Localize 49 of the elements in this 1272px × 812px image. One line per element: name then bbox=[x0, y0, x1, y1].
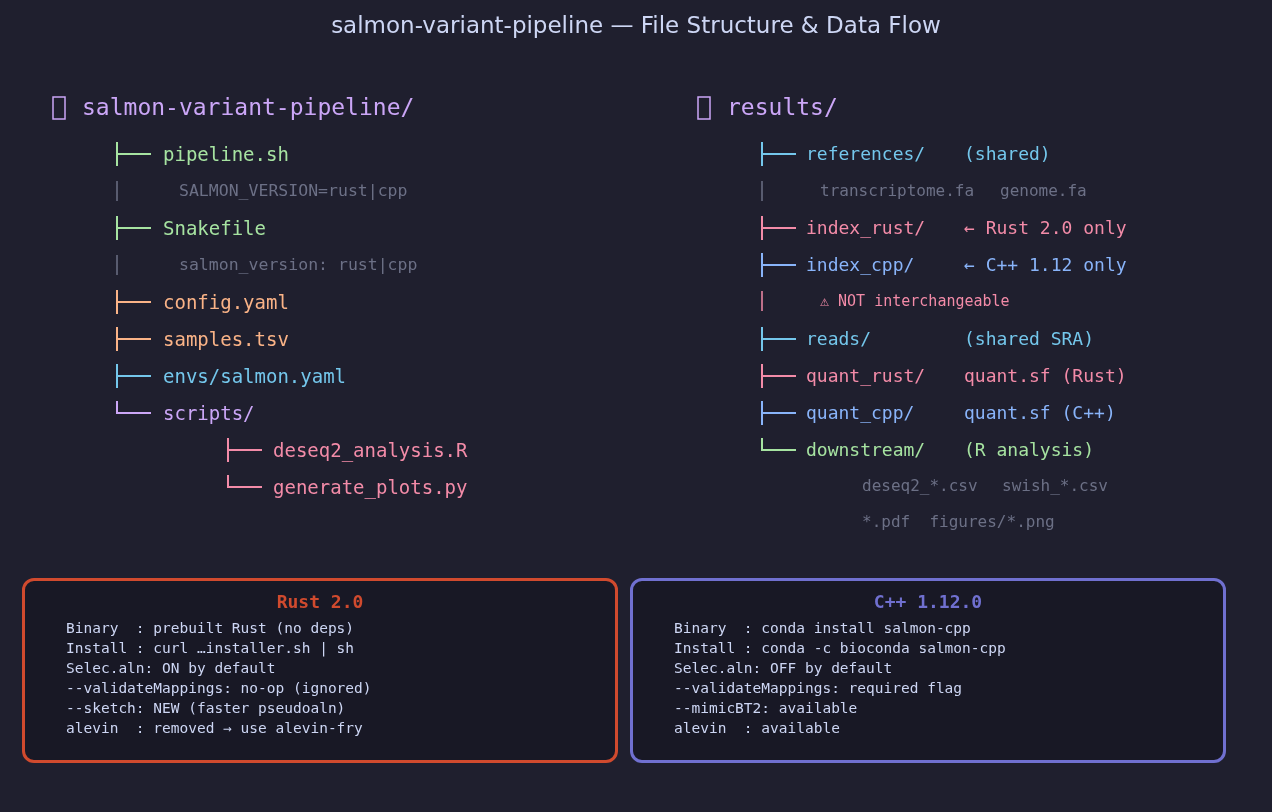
tree-entry: genome.fa bbox=[1000, 181, 1087, 201]
tree-entry: deseq2_*.csv bbox=[862, 476, 978, 496]
tree-entry: pipeline.sh bbox=[163, 142, 289, 166]
tree-entry: config.yaml bbox=[163, 290, 289, 314]
card-text-line: --sketch: NEW (faster pseudoaln) bbox=[66, 699, 347, 718]
card-heading: C++ 1.12.0 bbox=[872, 591, 984, 612]
tree-entry: swish_*.csv bbox=[1002, 476, 1108, 496]
tree-entry: SALMON_VERSION=rust|cpp bbox=[179, 181, 408, 201]
tree-entry: (shared SRA) bbox=[964, 328, 1095, 350]
tree-entry: transcriptome.fa bbox=[820, 181, 975, 201]
card-text-line: alevin : available bbox=[674, 719, 841, 738]
tree-entry: scripts/ bbox=[163, 401, 255, 425]
tree-entry: generate_plots.py bbox=[273, 475, 468, 499]
tree-entry: deseq2_analysis.R bbox=[273, 438, 468, 462]
card-text-line: Selec.aln: OFF by default bbox=[674, 659, 894, 678]
card-text-line: --mimicBT2: available bbox=[674, 699, 859, 718]
tree-entry: downstream/ bbox=[806, 439, 926, 461]
card-text-line: Selec.aln: ON by default bbox=[66, 659, 277, 678]
card-text-line: Install : conda -c bioconda salmon-cpp bbox=[674, 639, 1007, 658]
card-text-line: --validateMappings: no-op (ignored) bbox=[66, 679, 373, 698]
card-text-line: Binary : conda install salmon-cpp bbox=[674, 619, 972, 638]
tree-entry: quant.sf (C++) bbox=[964, 402, 1116, 424]
tree-entry: quant_cpp/ bbox=[806, 402, 915, 424]
tree-entry: results/ bbox=[727, 94, 838, 122]
tree-entry: (shared) bbox=[964, 143, 1051, 165]
card-text-line: alevin : removed → use alevin-fry bbox=[66, 719, 364, 738]
tree-entry: *.pdf figures/*.png bbox=[862, 512, 1055, 532]
comparison-card bbox=[22, 578, 618, 763]
tree-entry: ← C++ 1.12 only bbox=[964, 254, 1127, 276]
tree-entry: index_cpp/ bbox=[806, 254, 915, 276]
tree-entry: quant_rust/ bbox=[806, 365, 926, 387]
tree-entry: samples.tsv bbox=[163, 327, 289, 351]
card-heading: Rust 2.0 bbox=[275, 591, 365, 612]
tree-entry: quant.sf (Rust) bbox=[964, 365, 1127, 387]
tree-entry: salmon_version: rust|cpp bbox=[179, 255, 418, 275]
tree-entry: envs/salmon.yaml bbox=[163, 364, 347, 388]
tree-entry: salmon-variant-pipeline/ bbox=[82, 94, 415, 122]
diagram-title: salmon-variant-pipeline — File Structure & Data Flow bbox=[330, 12, 942, 38]
tree-entry: ← Rust 2.0 only bbox=[964, 217, 1127, 239]
card-text-line: Install : curl …installer.sh | sh bbox=[66, 639, 356, 658]
comparison-card bbox=[630, 578, 1226, 763]
tree-entry: index_rust/ bbox=[806, 217, 926, 239]
tree-entry: Snakefile bbox=[163, 216, 266, 240]
tree-entry: ⚠ NOT interchangeable bbox=[820, 292, 1010, 310]
card-text-line: Binary : prebuilt Rust (no deps) bbox=[66, 619, 356, 638]
card-text-line: --validateMappings: required flag bbox=[674, 679, 964, 698]
tree-entry: references/ bbox=[806, 143, 926, 165]
tree-entry: (R analysis) bbox=[964, 439, 1095, 461]
tree-entry: reads/ bbox=[806, 328, 872, 350]
